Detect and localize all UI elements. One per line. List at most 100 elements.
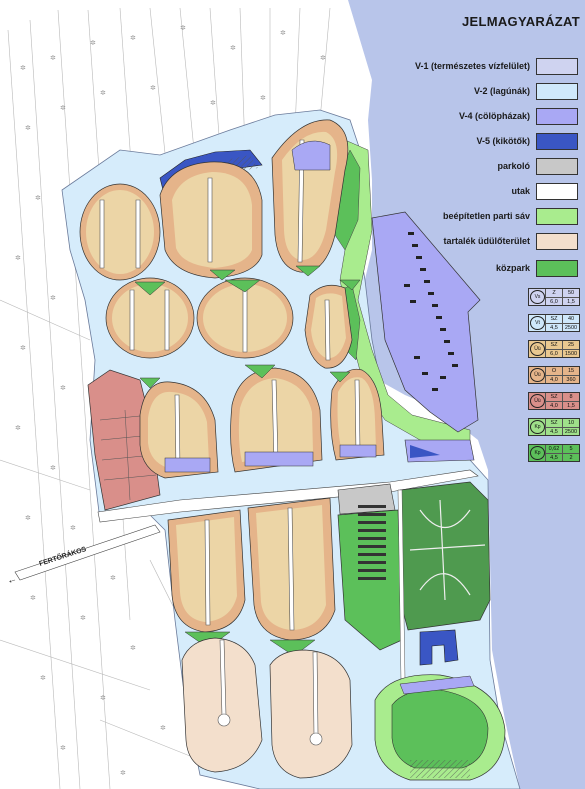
svg-text:✲: ✲ [120,769,126,777]
svg-text:✲: ✲ [50,54,56,62]
legend-label: parkoló [497,161,530,171]
svg-text:✲: ✲ [50,294,56,302]
svg-text:✲: ✲ [110,574,116,582]
legend-label: tartalék üdülőterület [443,236,530,246]
legend-swatch [536,233,578,250]
svg-text:✲: ✲ [20,64,26,72]
zone-cell: 6,0 [545,297,562,305]
legend-item-reserve: tartalék üdülőterület [400,233,582,253]
svg-text:✲: ✲ [100,89,106,97]
legend-title: JELMAGYARÁZAT [461,14,580,29]
zone-cell: 15 [562,367,579,375]
zone-cell: 2500 [562,323,579,331]
svg-text:✲: ✲ [230,44,236,52]
svg-text:✲: ✲ [100,694,106,702]
legend-label: V-1 (természetes vízfelület) [414,61,530,71]
main-road [97,469,479,523]
legend-item-v4: V-4 (cölöpházak) [400,108,582,128]
plot-internal-roads [99,139,361,631]
svg-text:✲: ✲ [20,344,26,352]
zone-cell: SZ [545,419,562,427]
legend-label: közpark [495,263,530,273]
svg-text:✲: ✲ [130,644,136,652]
legend-label: V-2 (lagúnák) [473,86,530,96]
zone-cell: O [545,367,562,375]
svg-text:✲: ✲ [280,29,286,37]
zone-cell: 40 [562,315,579,323]
zone-cell: 1,5 [562,297,579,305]
south-hatch [410,760,470,778]
legend-label: V-4 (cölöpházak) [458,111,530,121]
reserve-roads [217,639,323,746]
svg-text:✲: ✲ [15,424,21,432]
zone-code: Vs [530,290,545,304]
zone-cell: 8 [562,393,579,401]
zone-cell: 6,0 [545,349,562,357]
legend-swatch [536,58,578,75]
svg-text:✲: ✲ [260,94,266,102]
legend-swatch [536,108,578,125]
access-road-fertorakos [14,524,161,581]
svg-text:✲: ✲ [60,744,66,752]
legend-label: utak [511,186,530,196]
svg-text:✲: ✲ [60,104,66,112]
reserve-plot-right [269,649,353,779]
svg-text:✲: ✲ [130,34,136,42]
zone-cell: SZ [545,341,562,349]
pile-dwellings [371,211,481,433]
svg-text:✲: ✲ [80,614,86,622]
zone-code: Vt [530,316,545,330]
zone-box: Üü SZ 8 4,0 1,5 [528,392,580,410]
zone-cell: 4,5 [545,453,562,461]
road-arrow-icon: ← [6,573,19,587]
legend-swatch [536,260,578,277]
zone-box: Vs Z 50 6,0 1,5 [528,288,580,306]
svg-text:✲: ✲ [90,39,96,47]
legend-label: beépítetlen parti sáv [442,211,530,221]
legend-swatch [536,133,578,150]
zone-code: Kp [530,446,545,460]
zone-cell: 2500 [562,427,579,435]
zone-cell: 5 [562,445,579,453]
harbor-south [419,629,459,666]
svg-text:✲: ✲ [150,84,156,92]
svg-text:✲: ✲ [320,54,326,62]
zone-cell: 2 [562,453,579,461]
svg-text:✲: ✲ [70,524,76,532]
zone-box: Kp 0,62 5 4,5 2 [528,444,580,462]
parking-rows [358,505,386,580]
zone-code: Üü [530,394,545,408]
zone-cell: SZ [545,315,562,323]
zone-code: Üü [530,342,545,356]
legend-swatch [536,208,578,225]
svg-text:✲: ✲ [35,194,41,202]
zone-cell: 50 [562,289,579,297]
zone-cell: 1,5 [562,401,579,409]
zone-cell: 4,0 [545,401,562,409]
legend-item-park: közpark [400,260,582,280]
zone-box: Vt SZ 40 4,5 2500 [528,314,580,332]
legend-item-v2: V-2 (lagúnák) [400,83,582,103]
zone-box: Üü SZ 25 6,0 1500 [528,340,580,358]
zone-cell: 4,5 [545,427,562,435]
park-path [409,499,486,601]
zone-code: Üü [530,368,545,382]
svg-text:✲: ✲ [15,254,21,262]
harbor-strips [164,444,377,473]
legend-swatch [536,83,578,100]
zone-cell: 1500 [562,349,579,357]
zone-cell: 25 [562,341,579,349]
svg-text:✲: ✲ [160,724,166,732]
legend-swatch [536,183,578,200]
zone-cell: Z [545,289,562,297]
svg-text:✲: ✲ [40,674,46,682]
zone-cell: 10 [562,419,579,427]
legend-label: V-5 (kikötők) [476,136,530,146]
svg-text:✲: ✲ [180,24,186,32]
public-park-east [399,481,491,631]
zone-cell: 4,0 [545,375,562,383]
svg-text:✲: ✲ [60,384,66,392]
zone-box: Üü O 15 4,0 360 [528,366,580,384]
svg-text:✲: ✲ [25,124,31,132]
